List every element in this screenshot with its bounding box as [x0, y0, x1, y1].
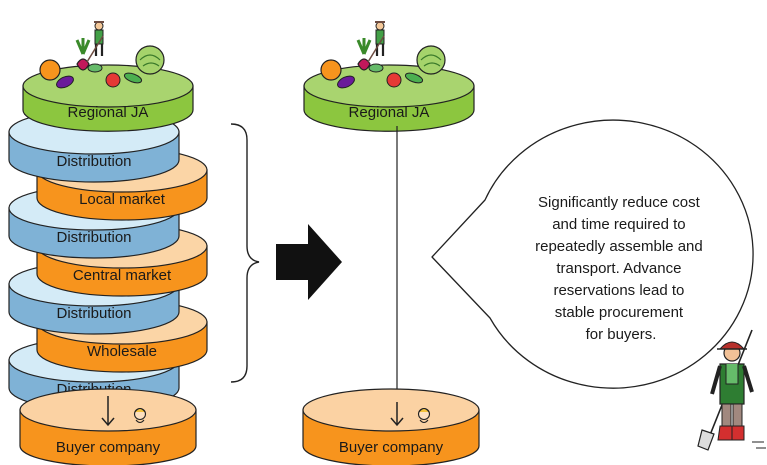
callout-bubble — [431, 119, 754, 389]
callout-line: transport. Advance — [556, 260, 681, 277]
callout-line: reservations lead to — [553, 282, 684, 299]
callout-text: Significantly reduce cost and time requi… — [535, 194, 707, 343]
layer-label: Local market — [79, 191, 166, 208]
layer-label: Distribution — [56, 153, 131, 170]
left-down-arrow-icon — [101, 396, 115, 427]
right-buyer-label: Buyer company — [339, 439, 444, 456]
callout-line: and time required to — [552, 216, 685, 233]
left-stack: DistributionWholesaleDistributionCentral… — [8, 20, 208, 465]
left-buyer-label: Buyer company — [56, 439, 161, 456]
right-arrow-icon — [276, 224, 342, 300]
right-stack: Regional JA Buyer company — [302, 20, 480, 465]
brace-icon — [230, 123, 260, 383]
right-buyer-disc — [302, 388, 480, 465]
right-regional-ja-disc — [303, 64, 475, 132]
right-regional-ja-label: Regional JA — [349, 104, 430, 121]
layer-label: Distribution — [56, 229, 131, 246]
right-down-arrow-icon — [390, 402, 404, 427]
left-regional-ja-label: Regional JA — [68, 104, 149, 121]
callout-line: repeatedly assemble and — [535, 238, 703, 255]
callout-line: Significantly reduce cost — [538, 194, 701, 211]
farmer-icon — [697, 329, 766, 451]
callout-line: stable procurement — [555, 304, 684, 321]
layer-label: Central market — [73, 267, 172, 284]
callout-line: for buyers. — [586, 326, 657, 343]
left-regional-ja-disc — [22, 64, 194, 132]
layer-label: Wholesale — [87, 343, 157, 360]
layer-label: Distribution — [56, 305, 131, 322]
